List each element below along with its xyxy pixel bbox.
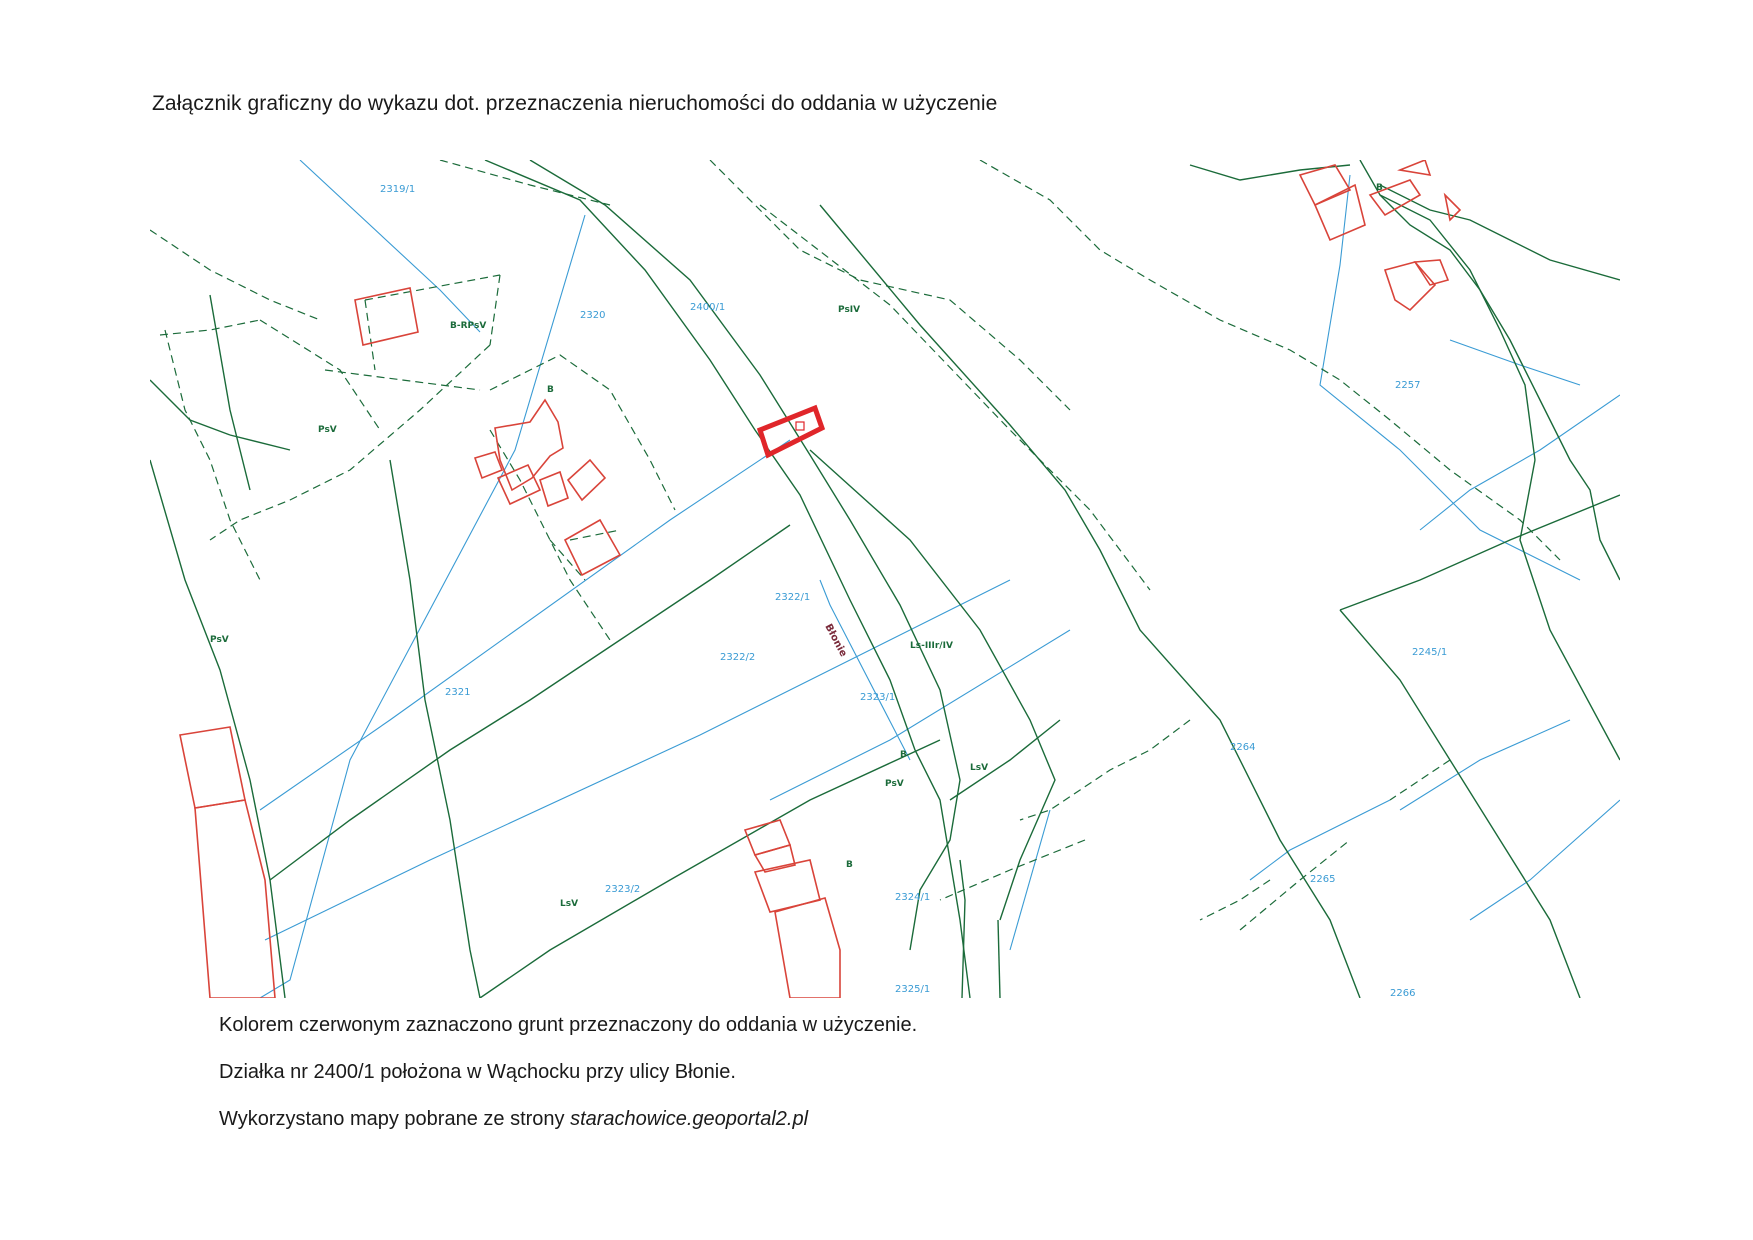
land-use-label: LsV <box>560 899 578 909</box>
buildings <box>179 160 1462 998</box>
highlighted-parcel[interactable] <box>756 404 826 459</box>
parcel-label-2319-1: 2319/1 <box>380 184 415 195</box>
parcel-label-2324-1: 2324/1 <box>895 892 930 903</box>
parcel-label-2400-1: 2400/1 <box>690 302 725 313</box>
land-use-label: PsIV <box>838 305 860 315</box>
parcel-number-labels: 2319/1 2320 2400/1 2321 2322/1 2322/2 23… <box>380 184 1447 998</box>
parcel-label-2245-1: 2245/1 <box>1412 647 1447 658</box>
land-use-label: B <box>900 750 907 760</box>
land-use-label: B-RPsV <box>450 321 486 331</box>
cadastral-map[interactable]: 2319/1 2320 2400/1 2321 2322/1 2322/2 23… <box>150 160 1620 998</box>
parcel-label-2264: 2264 <box>1230 742 1255 753</box>
source-note-prefix: Wykorzystano mapy pobrane ze strony <box>219 1108 571 1130</box>
dashed-boundaries <box>150 160 1561 931</box>
map-canvas: 2319/1 2320 2400/1 2321 2322/1 2322/2 23… <box>150 160 1620 998</box>
land-use-label: B <box>1376 183 1383 193</box>
parcel-label-2325-1: 2325/1 <box>895 984 930 995</box>
parcel-label-2321: 2321 <box>445 687 470 698</box>
parcel-label-2265: 2265 <box>1310 874 1335 885</box>
highlighted-parcel-outline[interactable] <box>756 404 826 459</box>
parcel-label-2322-2: 2322/2 <box>720 652 755 663</box>
land-use-labels: B-RPsV PsIV PsV PsV Ls-IIIr/IV LsV LsV P… <box>210 183 1383 909</box>
cadastral-lines <box>259 160 1620 998</box>
source-note: Wykorzystano mapy pobrane ze strony star… <box>219 1108 808 1131</box>
land-use-label: PsV <box>318 425 337 435</box>
land-use-label: PsV <box>885 779 904 789</box>
parcel-label-2257: 2257 <box>1395 380 1420 391</box>
street-label: Błonie <box>822 622 848 659</box>
parcel-label-2323-1: 2323/1 <box>860 692 895 703</box>
parcel-label-2320: 2320 <box>580 310 605 321</box>
legend-note-red: Kolorem czerwonym zaznaczono grunt przez… <box>219 1014 918 1036</box>
parcel-label-2266: 2266 <box>1390 988 1415 998</box>
parcel-label-2323-2: 2323/2 <box>605 884 640 895</box>
source-link[interactable]: starachowice.geoportal2.pl <box>570 1108 809 1130</box>
parcel-location-note: Działka nr 2400/1 położona w Wąchocku pr… <box>219 1061 736 1083</box>
document-title: Załącznik graficzny do wykazu dot. przez… <box>152 92 998 115</box>
land-use-label: B <box>547 385 554 395</box>
land-use-label: B <box>846 860 853 870</box>
land-use-label: PsV <box>210 635 229 645</box>
parcel-label-2322-1: 2322/1 <box>775 592 810 603</box>
highlighted-parcel-marker <box>795 421 805 431</box>
parcel-boundaries <box>150 160 1620 998</box>
land-use-label: Ls-IIIr/IV <box>910 641 953 651</box>
land-use-label: LsV <box>970 763 988 773</box>
